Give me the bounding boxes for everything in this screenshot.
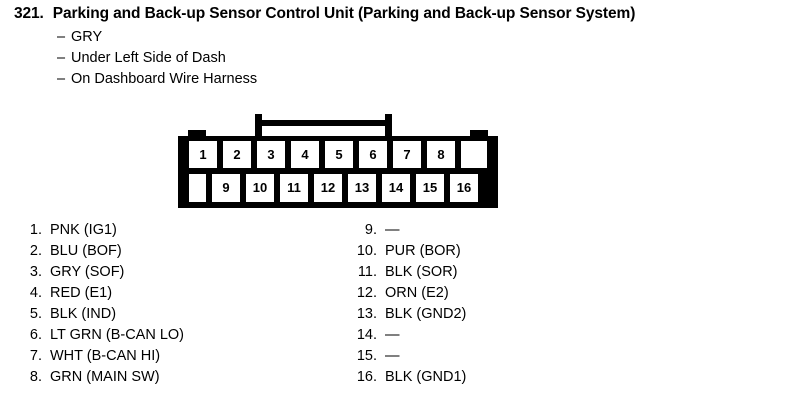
pinout-index: 11. [357, 264, 377, 280]
pinout-row: 16. BLK (GND1) [355, 367, 675, 388]
pinout-row: 3. GRY (SOF) [20, 262, 320, 283]
pin-label-14: 14 [389, 180, 404, 195]
pin-label-2: 2 [233, 147, 240, 162]
pinout-row: 2. BLU (BOF) [20, 241, 320, 262]
pin-label-15: 15 [423, 180, 437, 195]
pinout-value: BLU (BOF) [50, 243, 122, 259]
pin-label-13: 13 [355, 180, 369, 195]
subitem-0: – GRY [57, 27, 800, 48]
pinout-value: RED (E1) [50, 285, 113, 301]
pinout-row: 9. — [355, 220, 675, 241]
pinout-value: BLK (SOR) [385, 264, 458, 280]
pinout-value: — [385, 327, 400, 343]
pin-label-1: 1 [199, 147, 206, 162]
page-title: 321. Parking and Back-up Sensor Control … [14, 5, 800, 23]
connector-diagram: 1 2 3 4 5 6 7 8 9 10 11 12 13 14 15 16 [178, 114, 498, 208]
pinout-row: 8. GRN (MAIN SW) [20, 367, 320, 388]
pinout-value: — [385, 222, 400, 238]
pinout-index: 7. [29, 348, 42, 364]
pin-label-10: 10 [253, 180, 267, 195]
pinout-list-right: 9. — 10. PUR (BOR) 11. BLK (SOR) 12. ORN… [355, 220, 675, 388]
pinout-index: 14. [356, 327, 377, 343]
pinout-index: 12. [356, 285, 377, 301]
pin-label-9: 9 [222, 180, 229, 195]
pinout-index: 3. [29, 264, 42, 280]
pinout-row: 15. — [355, 346, 675, 367]
pinout-value: BLK (GND1) [385, 369, 467, 385]
pinout-index: 16. [356, 369, 377, 385]
pinout-row: 4. RED (E1) [20, 283, 320, 304]
pinout-index: 13. [356, 306, 377, 322]
subitem-2: – On Dashboard Wire Harness [57, 69, 800, 90]
top-row-cavities [189, 141, 487, 168]
dash-bullet-icon: – [57, 50, 66, 66]
pinout-row: 7. WHT (B-CAN HI) [20, 346, 320, 367]
pinout-value: — [385, 348, 400, 364]
pin-label-11: 11 [287, 180, 301, 195]
pinout-index: 5. [29, 306, 42, 322]
pinout-list-left: 1. PNK (IG1) 2. BLU (BOF) 3. GRY (SOF) 4… [20, 220, 320, 388]
subitem-text: GRY [71, 29, 103, 45]
pinout-index: 10. [356, 243, 377, 259]
pin-label-8: 8 [437, 147, 444, 162]
header-block: 321. Parking and Back-up Sensor Control … [14, 5, 800, 90]
pinout-value: PNK (IG1) [50, 222, 117, 238]
pinout-index: 2. [29, 243, 42, 259]
subitem-list: – GRY – Under Left Side of Dash – On Das… [14, 27, 800, 90]
pin-label-12: 12 [321, 180, 335, 195]
pin-label-3: 3 [267, 147, 274, 162]
entry-number: 321. [14, 5, 44, 22]
pinout-row: 11. BLK (SOR) [355, 262, 675, 283]
pinout-value: ORN (E2) [385, 285, 449, 301]
pin-label-4: 4 [301, 147, 309, 162]
pin-label-7: 7 [403, 147, 410, 162]
subitem-1: – Under Left Side of Dash [57, 48, 800, 69]
pinout-row: 1. PNK (IG1) [20, 220, 320, 241]
pinout-index: 6. [29, 327, 42, 343]
dash-bullet-icon: – [57, 29, 66, 45]
entry-title: Parking and Back-up Sensor Control Unit … [52, 5, 636, 22]
pinout-index: 15. [356, 348, 377, 364]
dash-bullet-icon: – [57, 71, 66, 87]
pinout-value: WHT (B-CAN HI) [50, 348, 161, 364]
pinout-row: 5. BLK (IND) [20, 304, 320, 325]
pinout-value: GRN (MAIN SW) [50, 369, 160, 385]
pinout-row: 14. — [355, 325, 675, 346]
subitem-text: Under Left Side of Dash [71, 50, 226, 66]
pinout-value: BLK (IND) [50, 306, 117, 322]
pinout-row: 6. LT GRN (B-CAN LO) [20, 325, 320, 346]
pinout-value: GRY (SOF) [50, 264, 125, 280]
pinout-value: LT GRN (B-CAN LO) [50, 327, 185, 343]
pin-label-5: 5 [335, 147, 342, 162]
connector-latch-icon [255, 114, 392, 136]
pinout-index: 1. [29, 222, 42, 238]
pinout-row: 13. BLK (GND2) [355, 304, 675, 325]
pinout-value: BLK (GND2) [385, 306, 467, 322]
pinout-value: PUR (BOR) [385, 243, 461, 259]
pinout-index: 9. [364, 222, 377, 238]
bottom-row-cavities [189, 174, 478, 202]
pinout-row: 10. PUR (BOR) [355, 241, 675, 262]
pinout-row: 12. ORN (E2) [355, 283, 675, 304]
pinout-index: 4. [29, 285, 42, 301]
pin-label-6: 6 [369, 147, 376, 162]
pinout-index: 8. [29, 369, 42, 385]
subitem-text: On Dashboard Wire Harness [71, 71, 258, 87]
pin-label-16: 16 [457, 180, 471, 195]
